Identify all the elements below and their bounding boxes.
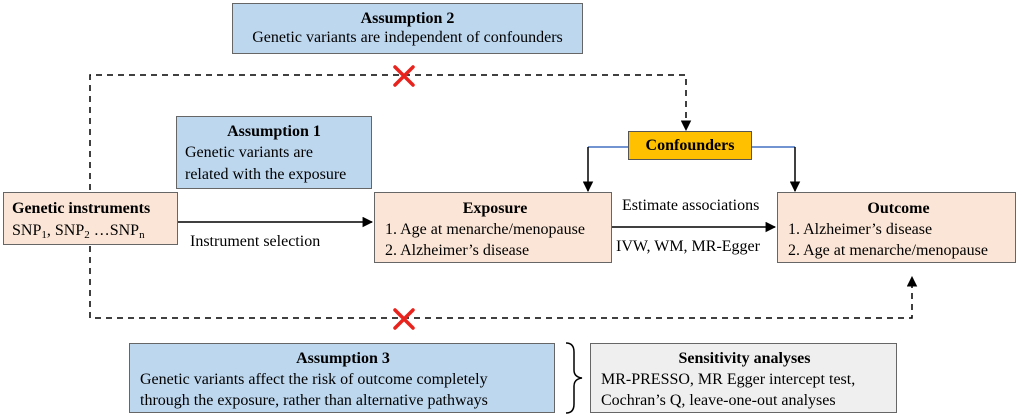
snp-n-subscript: n [139,229,145,242]
methods-label: IVW, WM, MR-Egger [616,238,760,255]
genetic-instruments-title: Genetic instruments [12,200,151,217]
sensitivity-analyses-title: Sensitivity analyses [678,350,811,367]
dashed-path-to-outcome [89,246,918,319]
sensitivity-analyses-box: Sensitivity analyses MR-PRESSO, MR Egger… [590,343,897,413]
assumption-3-box: Assumption 3 Genetic variants affect the… [129,343,555,413]
snp-1-subscript: 1 [41,229,47,242]
estimate-associations-label: Estimate associations [622,197,760,214]
snp-n-label: …SNP [89,222,140,240]
exposure-item-2: 2. Alzheimer’s disease [385,242,530,260]
assumption-1-line-2: related with the exposure [185,166,347,184]
violation-x-icon-bottom [393,308,415,330]
exposure-title: Exposure [462,200,528,217]
assumption-3-line-2: through the exposure, rather than altern… [140,392,488,410]
assumption-3-line-1: Genetic variants affect the risk of outc… [140,371,488,389]
exposure-item-1: 1. Age at menarche/menopause [385,221,585,239]
confounders-label: Confounders [645,137,735,154]
assumption-1-line-1: Genetic variants are [185,144,313,162]
outcome-title: Outcome [867,200,930,217]
outcome-item-2: 2. Age at menarche/menopause [788,242,988,260]
snp-list: SNP1, SNP2 …SNPn [12,221,171,242]
outcome-box: Outcome 1. Alzheimer’s disease 2. Age at… [777,192,1016,263]
exposure-box: Exposure 1. Age at menarche/menopause 2.… [374,192,612,263]
assumption-2-text: Genetic variants are independent of conf… [252,29,563,47]
violation-x-icon-top [393,65,415,87]
instrument-selection-label: Instrument selection [190,233,321,250]
snp-2-label: , SNP [46,222,85,240]
sensitivity-line-1: MR-PRESSO, MR Egger intercept test, [601,371,856,389]
snp-2-subscript: 2 [84,229,90,242]
genetic-instruments-box: Genetic instruments SNP1, SNP2 …SNPn [3,192,178,245]
sensitivity-line-2: Cochran’s Q, leave-one-out analyses [601,392,836,410]
outcome-item-1: 1. Alzheimer’s disease [788,221,933,239]
assumption-2-box: Assumption 2 Genetic variants are indepe… [232,3,583,54]
brace-icon [565,342,583,414]
confounders-box: Confounders [628,131,752,160]
assumption-3-title: Assumption 3 [296,350,390,367]
assumption-1-box: Assumption 1 Genetic variants are relate… [176,116,372,189]
assumption-2-title: Assumption 2 [360,10,455,27]
assumption-1-title: Assumption 1 [227,123,321,140]
snp-1-label: SNP [12,222,42,240]
dashed-path-to-confounders [89,74,692,190]
